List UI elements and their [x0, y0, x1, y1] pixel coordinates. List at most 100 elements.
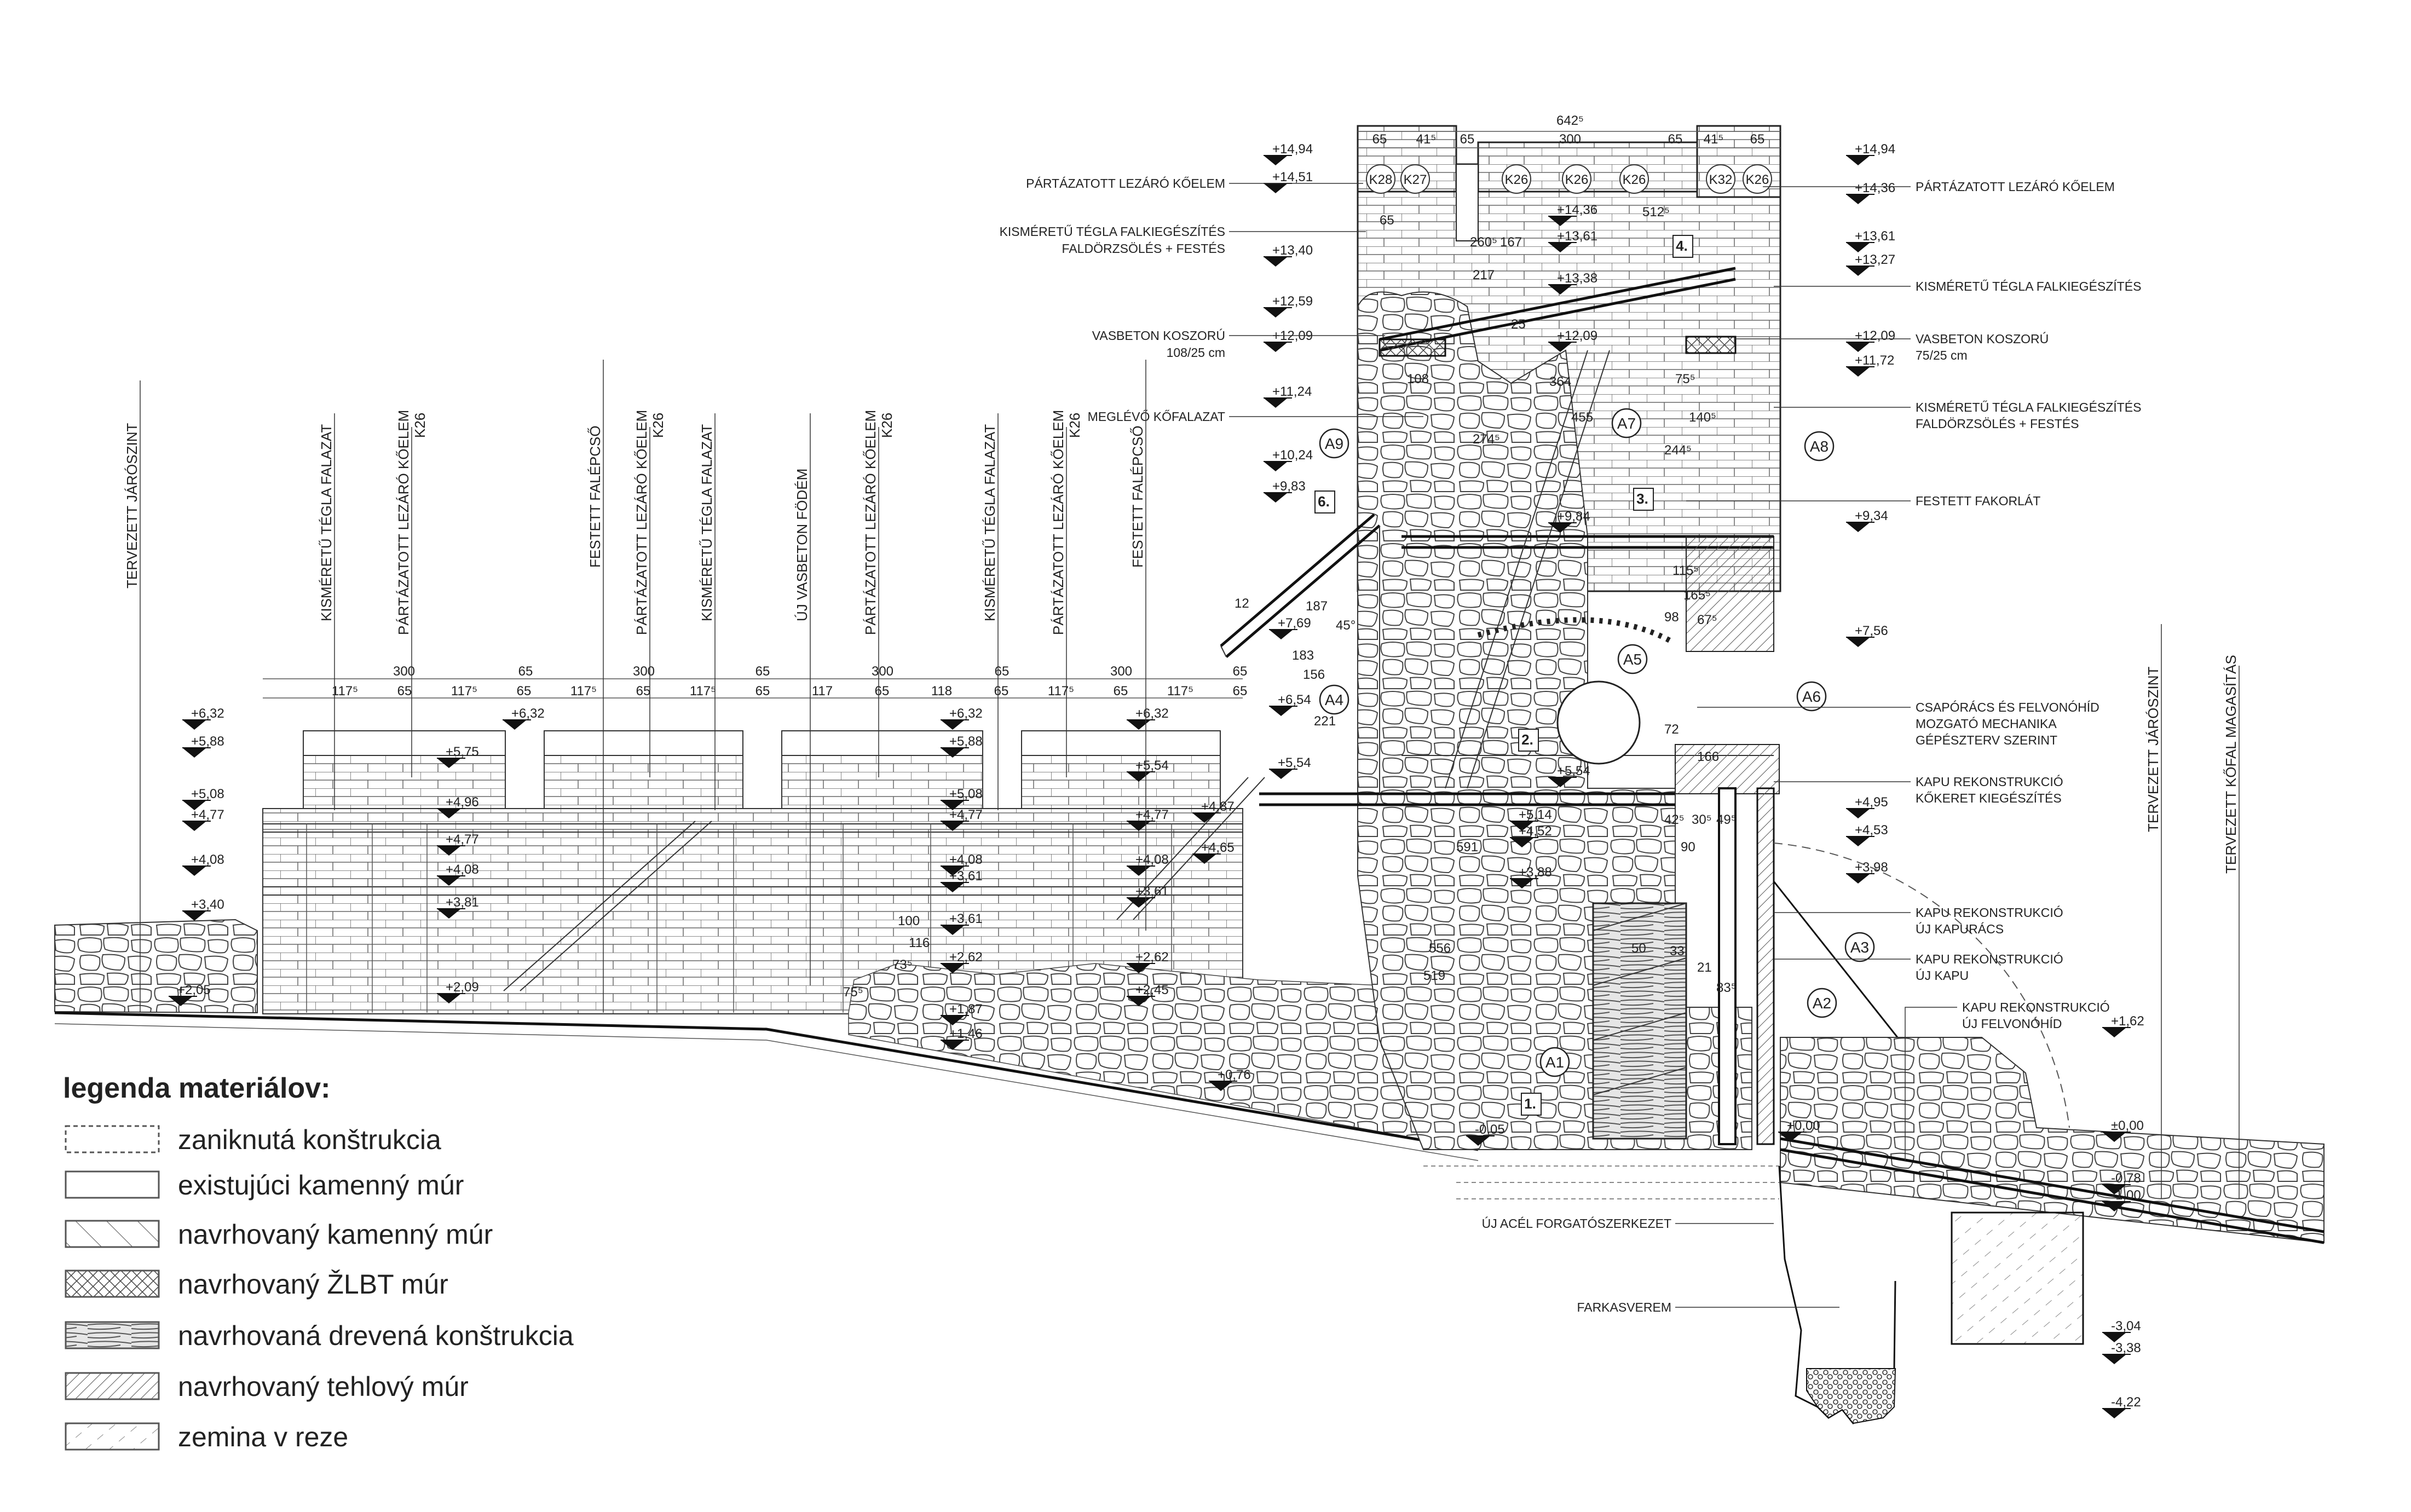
elevation-marker: +5,08 [941, 787, 983, 810]
legend-item: zaniknutá konštrukcia [65, 1124, 441, 1155]
elevation-value: +1,87 [949, 1002, 983, 1017]
elevation-marker: +13,61 [1548, 229, 1597, 252]
callout-text: PÁRTÁZATOTT LEZÁRÓ KŐELEM [1916, 180, 2115, 194]
marker-circle [1796, 681, 1827, 712]
stone-code: K26 [1623, 172, 1646, 187]
elevation-marker: +5,14 [1510, 807, 1552, 831]
elevation-value: +9,34 [1855, 509, 1888, 523]
callout-text: ÚJ FELVONÓHÍD [1962, 1017, 2062, 1031]
elevation-triangle-icon [1846, 194, 1870, 204]
dimension-label: 217 [1473, 268, 1495, 282]
legend-label: navrhovaný tehlový múr [178, 1371, 469, 1402]
elevation-triangle-icon [2102, 1028, 2126, 1037]
code-circle [1400, 164, 1430, 194]
code-circle [1562, 164, 1591, 194]
vertical-label-code: K26 [879, 413, 895, 438]
elevation-value: +9,83 [1272, 479, 1306, 494]
elevation-triangle-icon [2102, 1185, 2126, 1194]
elevation-marker: +1,62 [2102, 1014, 2144, 1037]
vertical-label: TERVEZETT JÁRÓSZINT [2145, 624, 2162, 1199]
elevation-markers: +6,32+5,88+5,08+4,77+4,08+3,40+2,05+6,32… [169, 142, 2144, 1418]
elevation-marker: -3,04 [2102, 1319, 2141, 1342]
callout-right: PÁRTÁZATOTT LEZÁRÓ KŐELEM [1763, 180, 2115, 194]
elevation-marker: +14,94 [1846, 142, 1895, 165]
dimension-label: 65 [636, 684, 651, 699]
elevation-triangle-icon [1269, 769, 1293, 779]
dimension-label: 41⁵ [1416, 132, 1437, 147]
elevation-value: +4,96 [446, 795, 479, 810]
elevation-value: +3,88 [1519, 865, 1552, 880]
elevation-value: +2,05 [177, 983, 211, 997]
dimension-label: 117⁵ [1167, 684, 1193, 699]
elevation-value: +4,77 [191, 807, 224, 822]
callout-left: PÁRTÁZATOTT LEZÁRÓ KŐELEM [1026, 176, 1363, 191]
elevation-value: +0,00 [1787, 1118, 1820, 1133]
section-marker: A5 [1617, 644, 1648, 674]
elevation-marker: +11,24 [1264, 384, 1312, 408]
dimension-label: 73⁵ [892, 957, 913, 972]
section-marker: A1 [1539, 1047, 1570, 1077]
elevation-triangle-icon [182, 911, 206, 921]
marker-circle [1319, 428, 1349, 459]
elevation-triangle-icon [941, 882, 965, 892]
dimension-label: 75⁵ [843, 985, 863, 1000]
elevation-marker: +10,24 [1264, 448, 1313, 471]
legend-item: navrhovaný ŽLBT múr [65, 1269, 448, 1300]
dimension-label: 12 [1235, 596, 1249, 611]
elevation-value: +4,52 [1519, 824, 1552, 839]
elevation-marker: +12,09 [1846, 328, 1895, 352]
elevation-triangle-icon [1846, 342, 1870, 352]
vertical-label-text: FESTETT FALÉPCSŐ [1129, 425, 1146, 568]
elevation-marker: +4,87 [1192, 799, 1235, 823]
elevation-value: +13,40 [1272, 243, 1313, 258]
dimension-label: 50 [1631, 941, 1646, 956]
legend-label: navrhovaný kamenný múr [178, 1219, 493, 1250]
elevation-triangle-icon [941, 963, 965, 973]
elevation-value: +0,76 [1218, 1067, 1251, 1082]
dimension-label: 117 [812, 684, 833, 699]
elevation-triangle-icon [1846, 522, 1870, 532]
section-marker: A7 [1611, 408, 1642, 438]
elevation-marker: +12,59 [1264, 294, 1313, 318]
elevation-triangle-icon [503, 720, 527, 730]
legend-item: navrhovaný kamenný múr [65, 1219, 493, 1250]
elevation-value: +2,45 [1135, 983, 1169, 997]
dimension-label: 512⁵ [1642, 205, 1670, 220]
dimension-label: 117⁵ [690, 684, 716, 699]
callout-text: FALDÖRZSÖLÉS + FESTÉS [1062, 241, 1225, 256]
step-number-label: 4. [1676, 238, 1688, 254]
dimension-label: 117⁵ [332, 684, 358, 699]
elevation-marker: +5,54 [1548, 764, 1590, 787]
dimension-label: 65 [875, 684, 890, 699]
elevation-triangle-icon [941, 925, 965, 935]
dimension-label: 42⁵ [1664, 812, 1685, 827]
stone-code-marker: K26 [1562, 164, 1591, 194]
elevation-value: +11,72 [1855, 353, 1894, 368]
dimension-label: 30⁵ [1692, 812, 1712, 827]
callout-text: KISMÉRETŰ TÉGLA FALKIEGÉSZÍTÉS [1000, 224, 1225, 239]
elevation-triangle-icon [182, 748, 206, 758]
callout-left: MEGLÉVŐ KŐFALAZAT [1088, 409, 1423, 424]
dimension-label: 183 [1292, 648, 1314, 663]
elevation-marker: +3,98 [1846, 860, 1888, 884]
elevation-value: +13,38 [1557, 271, 1597, 286]
dimension-label: 244⁵ [1664, 443, 1692, 458]
stone-code-marker: K32 [1706, 164, 1735, 194]
elevation-marker: +6,32 [941, 706, 983, 730]
elevation-triangle-icon [1264, 183, 1288, 193]
vertical-label: TERVEZETT KŐFAL MAGASÍTÁS [2223, 655, 2240, 1199]
elevation-triangle-icon [1269, 706, 1293, 716]
elevation-triangle-icon [1846, 155, 1870, 165]
elevation-triangle-icon [2102, 1132, 2126, 1142]
dimension-label: 165⁵ [1683, 588, 1711, 603]
stone-code: K26 [1505, 172, 1528, 187]
vertical-label-text: TERVEZETT JÁRÓSZINT [2145, 666, 2161, 832]
vertical-label: FESTETT FALÉPCSŐ [1129, 360, 1146, 931]
legend-label: zaniknutá konštrukcia [178, 1124, 441, 1155]
marker-circle [1539, 1047, 1570, 1077]
dimension-label: 156 [1303, 667, 1325, 682]
section-marker: A3 [1844, 932, 1875, 962]
elevation-triangle-icon [941, 800, 965, 810]
